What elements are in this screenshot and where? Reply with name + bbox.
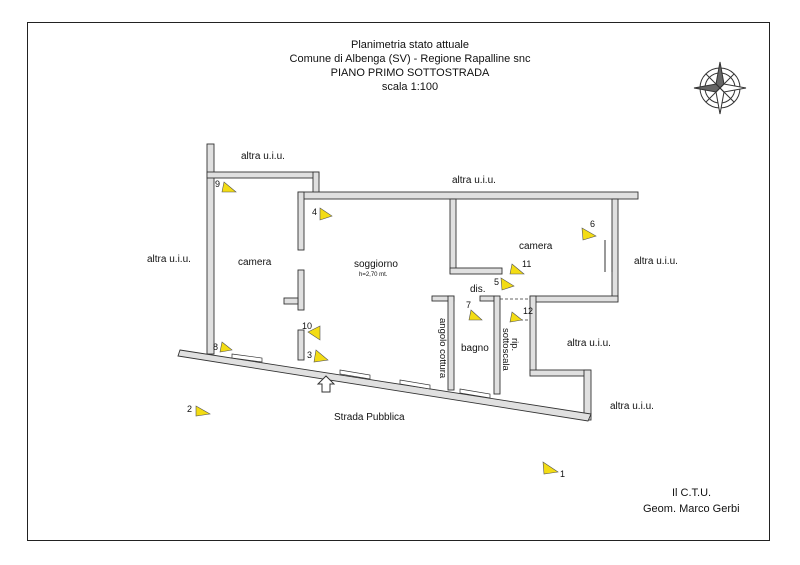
room-dis: dis. bbox=[470, 284, 486, 295]
neighbor-label: altra u.i.u. bbox=[452, 175, 496, 186]
wall bbox=[583, 369, 592, 421]
marker-number: 11 bbox=[522, 259, 532, 269]
marker-number: 3 bbox=[307, 350, 313, 360]
camera-viewpoint-icon bbox=[500, 277, 515, 291]
wall bbox=[479, 295, 495, 302]
wall bbox=[283, 297, 299, 305]
camera-viewpoint-icon bbox=[219, 341, 233, 353]
camera-viewpoint-icon bbox=[221, 181, 237, 193]
marker-number: 8 bbox=[213, 342, 219, 352]
room-soggiorno: soggiorno bbox=[354, 259, 398, 270]
camera-viewpoint-icon bbox=[319, 207, 333, 221]
camera-viewpoint-icon bbox=[307, 325, 321, 341]
neighbor-label: altra u.i.u. bbox=[567, 338, 611, 349]
marker-number: 2 bbox=[187, 404, 193, 414]
camera-viewpoint-icon bbox=[509, 263, 525, 275]
marker-number: 10 bbox=[302, 321, 313, 331]
wall bbox=[297, 191, 639, 200]
marker-number: 4 bbox=[312, 207, 318, 217]
compass-rose-icon bbox=[693, 61, 747, 115]
camera-viewpoint-icon bbox=[509, 311, 523, 323]
plan-title: Planimetria stato attuale bbox=[350, 39, 469, 51]
neighbor-label: altra u.i.u. bbox=[610, 401, 654, 412]
wall bbox=[449, 198, 457, 274]
camera-viewpoint-icon bbox=[468, 309, 483, 321]
wall bbox=[611, 198, 619, 302]
room-sottoscala: sottoscala bbox=[500, 328, 511, 371]
wall bbox=[297, 191, 305, 251]
marker-number: 5 bbox=[494, 277, 500, 287]
room-camera-right: camera bbox=[519, 241, 553, 252]
camera-viewpoint-icon bbox=[313, 349, 329, 363]
neighbor-label: altra u.i.u. bbox=[634, 256, 678, 267]
marker-number: 7 bbox=[466, 300, 472, 310]
wall bbox=[206, 171, 320, 179]
plan-scale: scala 1:100 bbox=[381, 81, 439, 93]
wall bbox=[206, 143, 215, 355]
camera-viewpoint-icon bbox=[542, 461, 559, 475]
room-angolo-cottura: angolo cottura bbox=[437, 318, 448, 379]
wall bbox=[529, 295, 619, 303]
plan-location: Comune di Albenga (SV) - Regione Rapalli… bbox=[289, 53, 531, 65]
signature-name: Geom. Marco Gerbi bbox=[643, 503, 740, 515]
marker-number: 6 bbox=[590, 219, 596, 229]
wall bbox=[529, 369, 591, 377]
entrance-arrow-icon bbox=[316, 375, 336, 393]
room-camera-left: camera bbox=[238, 257, 272, 268]
marker-number: 9 bbox=[215, 179, 221, 189]
wall bbox=[449, 267, 503, 275]
camera-viewpoint-icon bbox=[195, 405, 211, 417]
street-label: Strada Pubblica bbox=[334, 412, 405, 423]
wall bbox=[447, 295, 455, 391]
marker-number: 1 bbox=[560, 469, 566, 479]
wall bbox=[177, 349, 592, 422]
room-height: h=2,70 mt. bbox=[359, 272, 388, 278]
neighbor-label: altra u.i.u. bbox=[241, 151, 285, 162]
room-bagno: bagno bbox=[461, 343, 489, 354]
camera-viewpoint-icon bbox=[581, 227, 597, 241]
marker-number: 12 bbox=[523, 306, 534, 316]
plan-floor: PIANO PRIMO SOTTOSTRADA bbox=[330, 67, 490, 79]
wall bbox=[493, 295, 501, 395]
wall bbox=[297, 269, 305, 311]
wall bbox=[297, 329, 305, 361]
signature-title: Il C.T.U. bbox=[672, 487, 712, 499]
neighbor-label: altra u.i.u. bbox=[147, 254, 191, 265]
sheet-border bbox=[27, 22, 770, 541]
